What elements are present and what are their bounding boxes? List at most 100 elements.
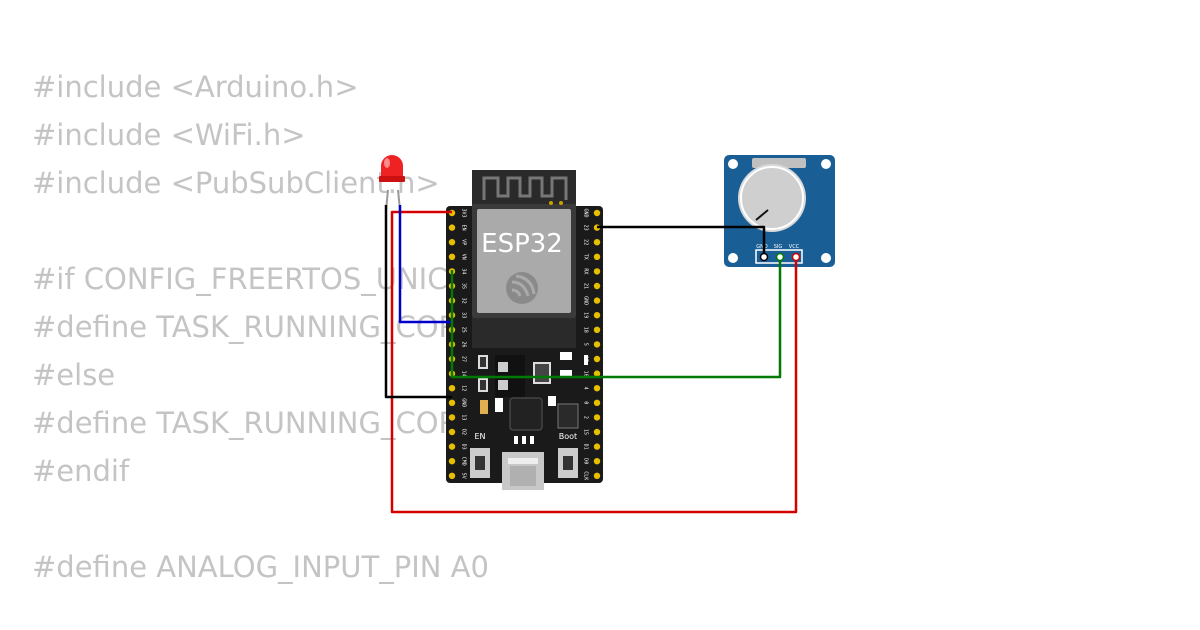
smd-resistor <box>560 352 572 360</box>
right-pin[interactable] <box>593 253 601 260</box>
en-button[interactable] <box>470 448 490 478</box>
right-pin[interactable] <box>593 414 601 421</box>
right-pin-label: 15 <box>583 429 589 435</box>
left-pin[interactable] <box>448 472 456 479</box>
wire-gnd-led-black[interactable] <box>384 205 452 399</box>
right-pin[interactable] <box>593 472 601 479</box>
wire-vcc-red[interactable] <box>390 210 798 514</box>
module-shield <box>477 209 571 313</box>
wire-led-signal-blue[interactable] <box>398 205 452 324</box>
wire-gnd-pot-black[interactable] <box>597 225 766 258</box>
left-pin-label: VN <box>461 254 467 260</box>
left-pin-label: 32 <box>461 298 467 304</box>
right-pin[interactable] <box>593 297 601 304</box>
left-pin[interactable] <box>448 253 456 260</box>
right-pin-label: D1 <box>583 444 589 450</box>
right-pin-label: 16 <box>583 371 589 377</box>
code-line: #include <PubSubClient.h> <box>32 166 440 200</box>
right-pin-label: 4 <box>583 387 589 390</box>
left-pin-label: 33 <box>461 312 467 318</box>
right-pin[interactable] <box>593 326 601 333</box>
espressif-logo-icon <box>506 272 538 304</box>
left-pin-label: 5V <box>461 473 467 479</box>
pot-pin-sig[interactable] <box>775 252 785 262</box>
micro-usb-port[interactable] <box>502 452 544 490</box>
smd-resistor <box>560 370 572 378</box>
left-pin[interactable] <box>448 224 456 231</box>
left-pin[interactable] <box>448 428 456 436</box>
en-label: EN <box>474 432 485 441</box>
red-led[interactable] <box>379 155 405 211</box>
right-pin-label: GND <box>583 296 589 305</box>
left-pin-label: 12 <box>461 385 467 391</box>
left-pin[interactable] <box>448 385 456 392</box>
mount-hole <box>728 253 738 263</box>
smd-resistor <box>548 396 556 406</box>
capacitor-body <box>535 364 549 382</box>
left-pin-label: VP <box>461 239 467 245</box>
left-pin[interactable] <box>448 399 456 406</box>
boot-label: Boot <box>559 432 577 441</box>
right-pin[interactable] <box>593 443 601 450</box>
left-pin[interactable] <box>448 458 456 465</box>
right-pin-label: GND <box>583 208 589 217</box>
right-pin[interactable] <box>593 399 601 406</box>
solder-dot <box>559 201 563 205</box>
right-pin-label: 0 <box>583 401 589 404</box>
led-rim <box>379 176 405 182</box>
antenna-trace <box>482 176 568 200</box>
left-pin[interactable] <box>448 443 456 450</box>
smd-component-center <box>480 357 486 367</box>
right-pin-label: 22 <box>583 239 589 245</box>
right-pin[interactable] <box>593 239 601 246</box>
pot-knob[interactable] <box>740 166 804 230</box>
usb-serial-chip <box>509 397 543 431</box>
potentiometer-module[interactable]: GND SIG VCC <box>724 155 835 267</box>
left-pin-label: D2 <box>461 429 467 435</box>
knob-indicator <box>755 209 769 221</box>
code-line: #if CONFIG_FREERTOS_UNICORE <box>32 262 509 296</box>
regulator-pad <box>498 362 508 372</box>
right-pin-label: 23 <box>583 225 589 231</box>
wire-signal-green[interactable] <box>450 258 782 379</box>
right-pin[interactable] <box>593 268 601 275</box>
esp32-label: ESP32 <box>481 229 563 259</box>
boot-button[interactable] <box>558 448 578 478</box>
right-pin[interactable] <box>593 282 601 290</box>
left-pin-label: 25 <box>461 327 467 333</box>
pot-pin-label-vcc: VCC <box>789 244 800 250</box>
led-highlight <box>384 158 390 168</box>
smd-resistor <box>480 400 488 414</box>
code-line: #include <WiFi.h> <box>32 118 306 152</box>
esp32-board[interactable]: ESP32 <box>446 170 603 490</box>
pot-pin-gnd[interactable] <box>759 252 769 262</box>
right-pin-label: 5 <box>583 343 589 346</box>
right-pin[interactable] <box>593 312 601 319</box>
smd-part <box>514 436 518 444</box>
right-pin[interactable] <box>593 370 601 377</box>
pot-pin-vcc[interactable] <box>791 252 801 262</box>
left-pin-label: CMD <box>461 457 467 466</box>
right-pin-label: D0 <box>583 458 589 464</box>
right-pin-label: 21 <box>583 283 589 289</box>
right-pin-label: RX <box>583 268 589 274</box>
right-pin[interactable] <box>593 458 601 465</box>
left-pin[interactable] <box>448 414 456 421</box>
led-body <box>381 155 403 178</box>
right-pin[interactable] <box>593 341 601 348</box>
left-pin-label: 14 <box>461 371 467 377</box>
right-pin[interactable] <box>593 355 601 363</box>
module-base <box>472 318 576 348</box>
right-pin[interactable] <box>593 428 601 436</box>
right-pin[interactable] <box>593 385 601 392</box>
right-pin[interactable] <box>593 209 601 217</box>
right-pin-label: CLK <box>583 471 589 480</box>
smd-component-center <box>480 380 486 390</box>
mount-hole <box>728 159 738 169</box>
left-pin-label: 27 <box>461 356 467 362</box>
left-pin-label: GND <box>461 398 467 407</box>
right-pin-label: 2 <box>583 416 589 419</box>
left-pin-label: 3V3 <box>461 208 467 217</box>
left-pin[interactable] <box>448 239 456 246</box>
